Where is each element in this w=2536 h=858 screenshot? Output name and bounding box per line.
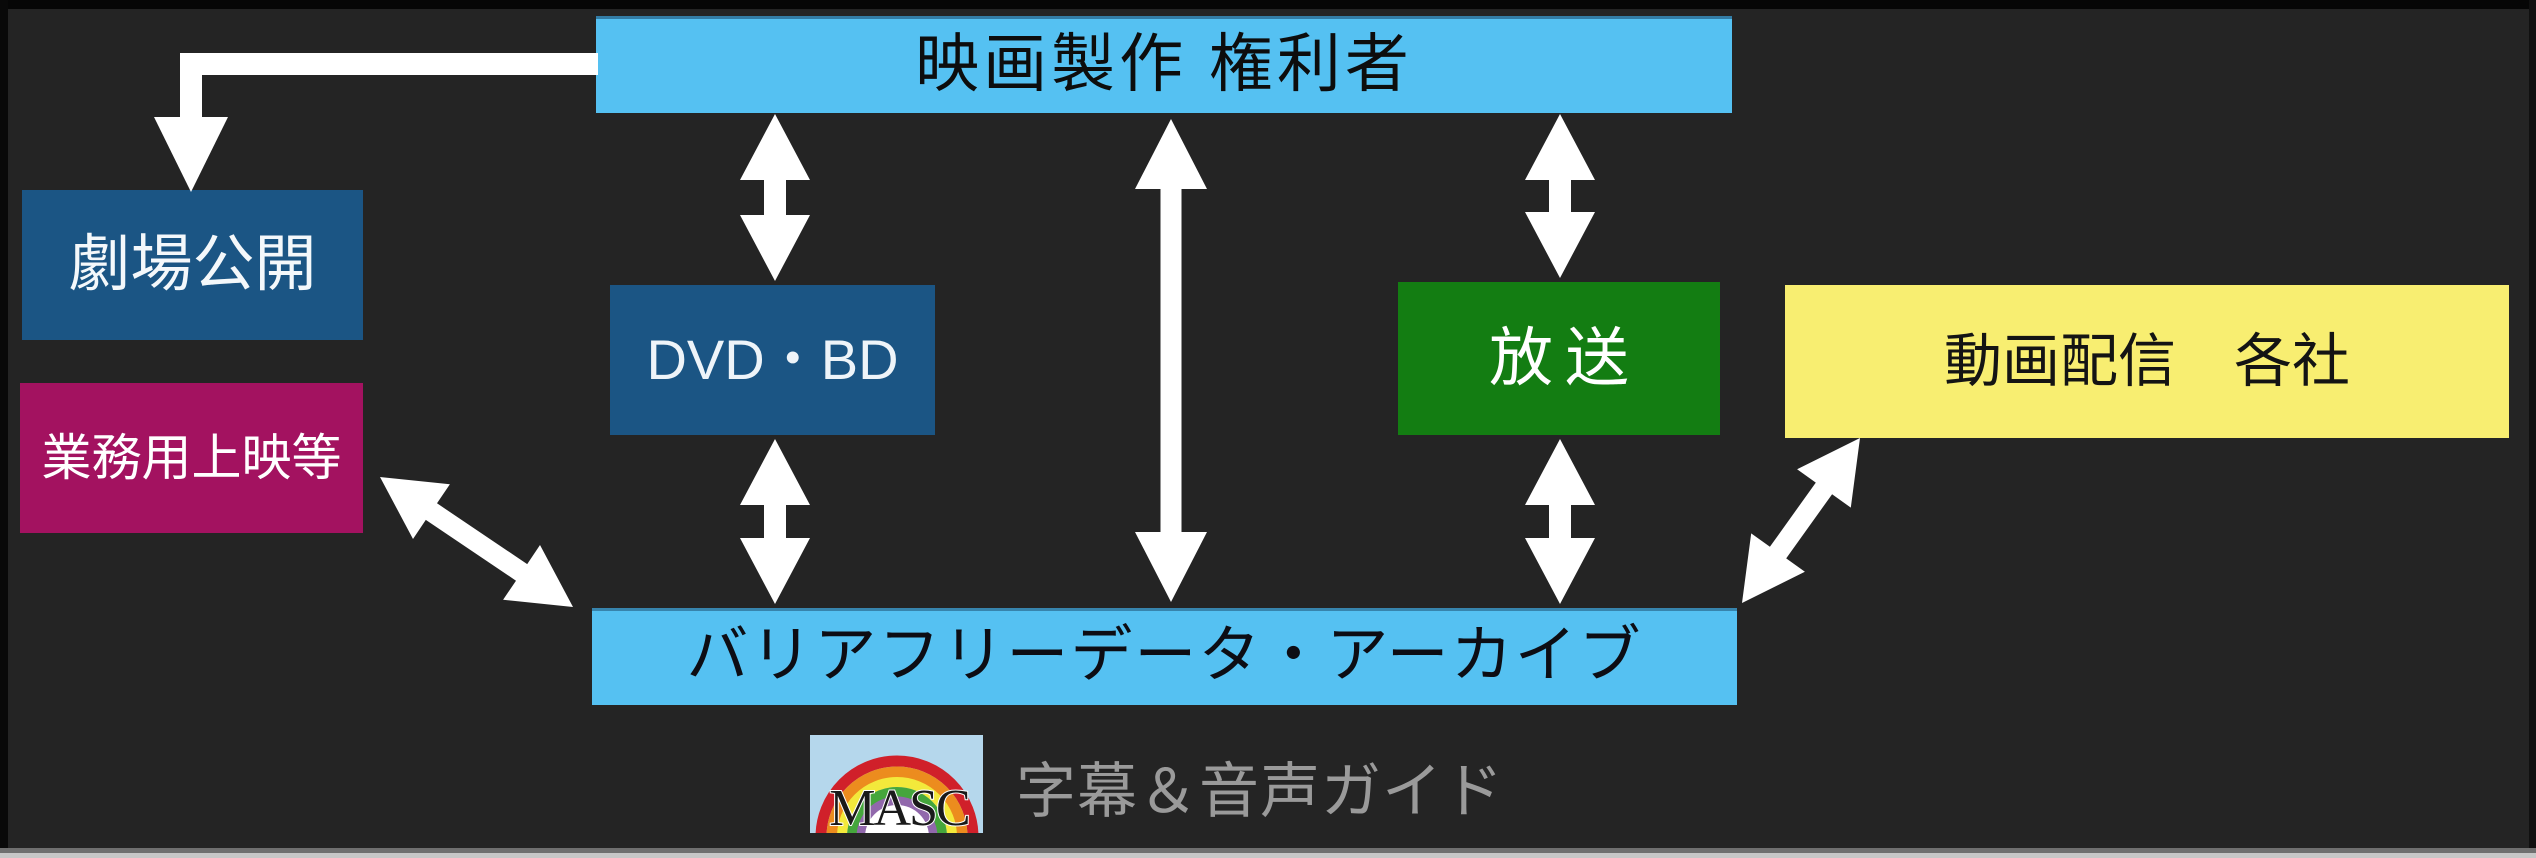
frame-edge-right (2529, 0, 2536, 849)
arrow-producer-archive-icon (1135, 119, 1207, 602)
frame-edge-bottom-light (0, 853, 2536, 858)
frame-edge-top (0, 0, 2536, 9)
node-broadcast: 放送 (1398, 282, 1720, 435)
arrow-producer-dvd-icon (740, 114, 810, 281)
arrow-business-archive-icon (380, 477, 573, 607)
node-dvd-bd: DVD・BD (610, 285, 935, 435)
node-film-producer-rights-holder: 映画製作 権利者 (596, 16, 1732, 113)
masc-logo-text: MASC (829, 780, 968, 833)
frame-edge-bottom-dark (0, 848, 2536, 853)
node-theatrical-release: 劇場公開 (22, 190, 363, 340)
node-barrier-free-data-archive: バリアフリーデータ・アーカイブ (592, 608, 1737, 705)
arrow-dvd-archive-icon (740, 439, 810, 604)
arrow-streaming-archive-icon (1742, 438, 1860, 603)
arrow-producer-broadcast-icon (1525, 114, 1595, 278)
frame-edge-left (0, 0, 8, 849)
rainbow-icon (815, 755, 979, 833)
arrow-producer-to-theater-icon (154, 53, 598, 192)
node-video-streaming-companies: 動画配信 各社 (1785, 285, 2509, 438)
arrow-broadcast-archive-icon (1525, 439, 1595, 604)
masc-logo: MASC (810, 735, 983, 833)
node-commercial-screening: 業務用上映等 (20, 383, 363, 533)
footer-caption: 字幕＆音声ガイド (1016, 757, 1504, 825)
